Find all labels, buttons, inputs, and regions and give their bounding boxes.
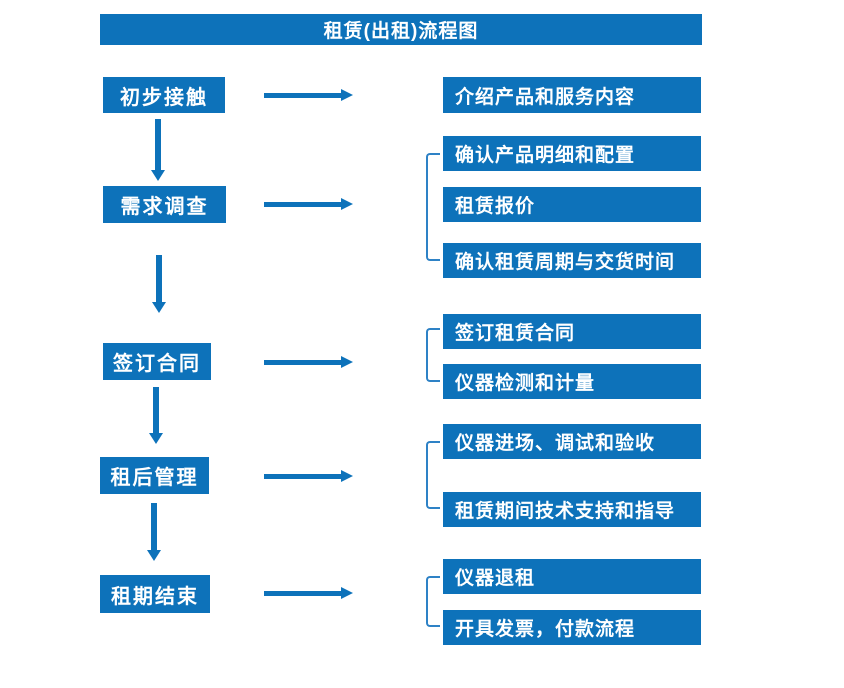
- step-box-rental-end: 租期结束: [100, 575, 210, 613]
- step-box-post-rental-management: 租后管理: [100, 457, 209, 494]
- output-box-introduce-products: 介绍产品和服务内容: [443, 77, 701, 113]
- output-box-instrument-setup-acceptance: 仪器进场、调试和验收: [443, 424, 701, 459]
- flowchart-title: 租赁(出租)流程图: [100, 14, 702, 45]
- output-box-instrument-return: 仪器退租: [443, 559, 701, 594]
- output-box-instrument-testing: 仪器检测和计量: [443, 364, 701, 399]
- step-box-initial-contact: 初步接触: [103, 77, 225, 113]
- right-arrow-5: [264, 587, 353, 600]
- right-arrow-2: [264, 198, 353, 211]
- output-box-invoice-payment: 开具发票，付款流程: [443, 610, 701, 645]
- right-arrow-3: [264, 356, 353, 369]
- output-box-sign-rental-contract: 签订租赁合同: [443, 314, 701, 349]
- output-box-confirm-period-delivery: 确认租赁周期与交货时间: [443, 243, 701, 278]
- right-arrow-1: [264, 89, 353, 102]
- output-box-confirm-details: 确认产品明细和配置: [443, 136, 701, 171]
- right-arrow-4: [264, 470, 353, 483]
- group-bracket-sign-contract: [426, 328, 440, 382]
- down-arrow-1: [151, 119, 165, 181]
- step-box-sign-contract: 签订合同: [103, 343, 211, 380]
- down-arrow-4: [147, 503, 161, 561]
- down-arrow-3: [149, 387, 163, 444]
- group-bracket-post-rental: [426, 441, 440, 509]
- group-bracket-rental-end: [426, 576, 440, 627]
- down-arrow-2: [152, 255, 166, 313]
- output-box-tech-support: 租赁期间技术支持和指导: [443, 492, 701, 527]
- step-box-demand-survey: 需求调查: [103, 186, 226, 223]
- group-bracket-demand-survey: [426, 153, 440, 261]
- output-box-rental-quote: 租赁报价: [443, 187, 701, 222]
